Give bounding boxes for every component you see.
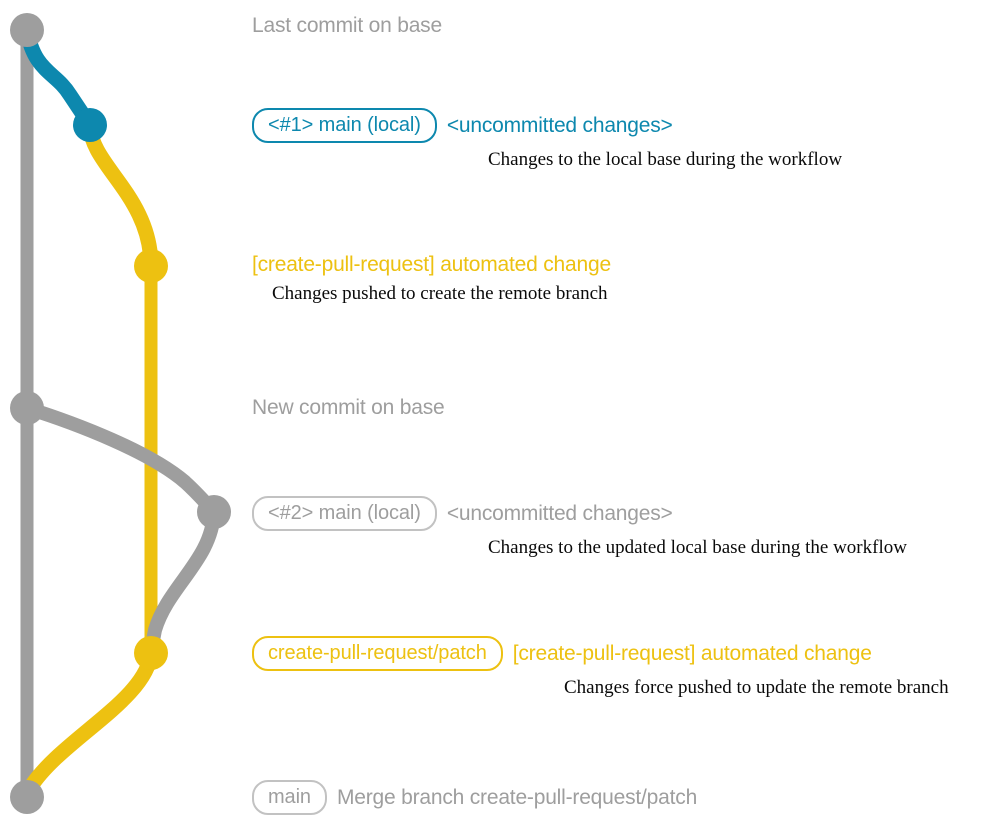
commit-row: <#2> main (local) <uncommitted changes> Ch… — [252, 496, 907, 559]
commit-description: Changes to the updated local base during… — [488, 537, 907, 558]
commit-row: main Merge branch create-pull-request/pat… — [252, 780, 697, 815]
commit-row-main: Last commit on base — [252, 14, 442, 38]
commit-row: Last commit on base — [252, 14, 442, 38]
commit-description: Changes force pushed to update the remot… — [564, 677, 949, 698]
branch-ref-pill[interactable]: main — [252, 780, 327, 815]
base-commit-heading: Last commit on base — [252, 14, 442, 37]
node-local-commit-2[interactable] — [197, 495, 231, 529]
commit-subject: [create-pull-request] automated change — [252, 253, 611, 276]
node-base-new-commit[interactable] — [10, 391, 44, 425]
commit-row-main: main Merge branch create-pull-request/pat… — [252, 780, 697, 815]
base-commit-heading: New commit on base — [252, 396, 445, 419]
commit-subject: <uncommitted changes> — [446, 501, 673, 525]
branch-ref-pill[interactable]: create-pull-request/patch — [252, 636, 503, 671]
node-remote-commit-1[interactable] — [134, 249, 168, 283]
commit-row: New commit on base — [252, 396, 445, 420]
commit-row-main: <#1> main (local) <uncommitted changes> — [252, 108, 673, 143]
branch-ref-pill[interactable]: <#1> main (local) — [252, 108, 437, 143]
node-base-merge-commit[interactable] — [10, 780, 44, 814]
commit-row-main: create-pull-request/patch [create-pull-re… — [252, 636, 872, 671]
node-local-commit-1[interactable] — [73, 108, 107, 142]
commit-subject: <uncommitted changes> — [446, 113, 673, 137]
commit-row: <#1> main (local) <uncommitted changes> Ch… — [252, 108, 842, 171]
commit-row-main: New commit on base — [252, 396, 445, 420]
commit-row-main: [create-pull-request] automated change — [252, 253, 611, 277]
commit-description: Changes to the local base during the wor… — [488, 149, 843, 170]
commit-row: create-pull-request/patch [create-pull-re… — [252, 636, 949, 699]
commit-subject: [create-pull-request] automated change — [512, 641, 872, 665]
node-base-last-commit[interactable] — [10, 13, 44, 47]
commit-description: Changes pushed to create the remote bran… — [272, 283, 608, 304]
node-remote-patch[interactable] — [134, 636, 168, 670]
branch-ref-pill[interactable]: <#2> main (local) — [252, 496, 437, 531]
commit-subject: Merge branch create-pull-request/patch — [336, 785, 698, 809]
commit-row-main: <#2> main (local) <uncommitted changes> — [252, 496, 673, 531]
